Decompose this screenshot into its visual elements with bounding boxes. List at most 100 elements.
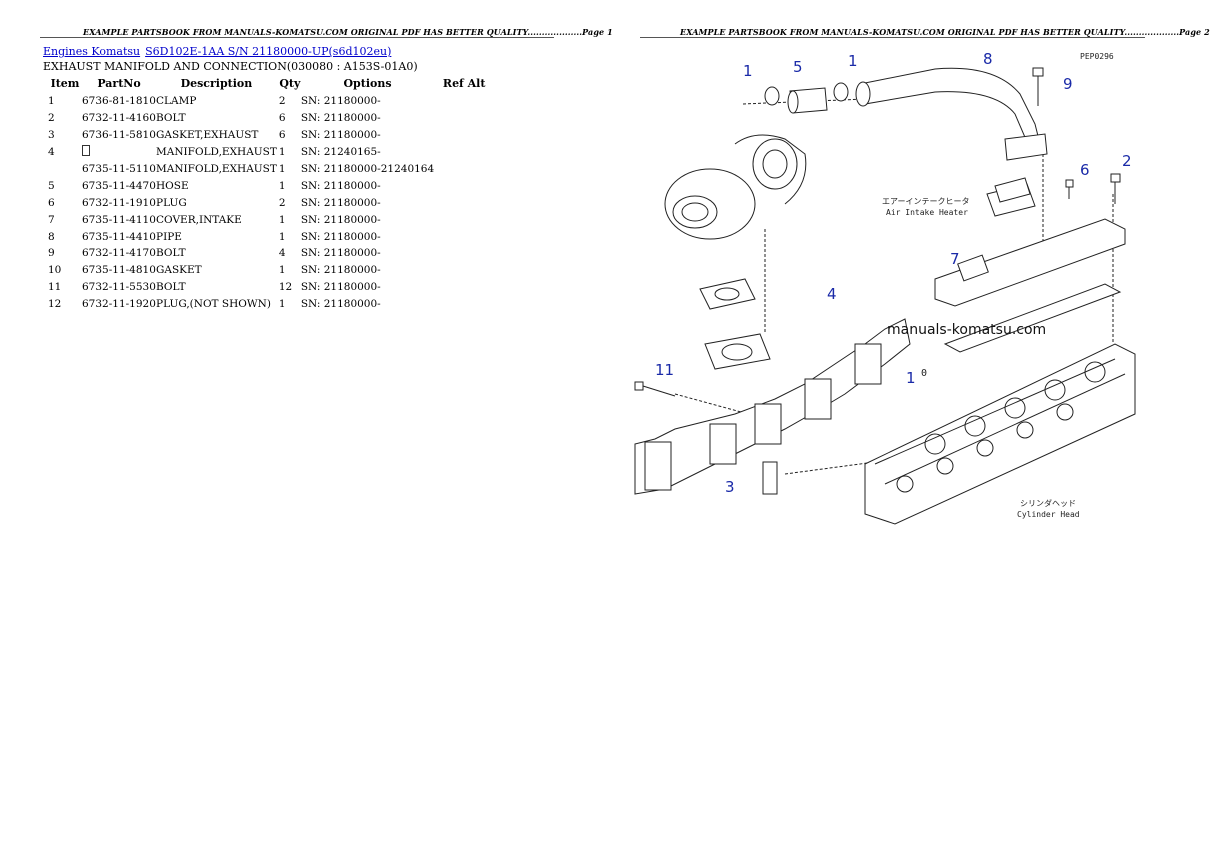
cell-options: SN: 21180000-21240164	[300, 163, 435, 175]
section-title: EXHAUST MANIFOLD AND CONNECTION(030080 :…	[43, 60, 418, 73]
callout-10: 1	[906, 369, 916, 387]
right-page: EXAMPLE PARTSBOOK FROM MANUALS-KOMATSU.C…	[595, 0, 1210, 842]
callout-8: 8	[983, 50, 993, 68]
cell-item: 5	[48, 179, 55, 192]
cell-description: COVER,INTAKE	[156, 213, 242, 226]
cell-qty: 6	[278, 112, 286, 125]
cell-ref-alt	[434, 161, 494, 178]
exploded-parts-diagram: PEP0296	[634, 50, 1136, 525]
cell-partno: 6736-11-5810	[82, 129, 156, 142]
breadcrumb-link-engines[interactable]: Engines Komatsu	[43, 45, 141, 58]
callout-9: 9	[1063, 75, 1073, 93]
exhaust-manifold-drawing	[634, 318, 911, 495]
watermark-text: manuals-komatsu.com	[887, 322, 1046, 338]
callout-3: 3	[725, 478, 735, 496]
cell-item: 4	[48, 146, 55, 159]
air-intake-heater-label: Air Intake Heater	[886, 208, 968, 217]
cylinder-head-label: Cylinder Head	[1017, 510, 1080, 519]
bolt-drawing	[1032, 67, 1044, 106]
cell-item: 10	[48, 264, 62, 277]
cell-options: SN: 21180000-	[300, 230, 381, 243]
table-row: 4 MANIFOLD,EXHAUST 1 SN: 21240165-	[44, 144, 494, 161]
cell-description: PIPE	[156, 230, 182, 243]
callout-2: 2	[1122, 152, 1132, 170]
cell-qty: 1	[278, 298, 286, 311]
cell-description: PLUG	[156, 196, 187, 209]
left-page: EXAMPLE PARTSBOOK FROM MANUALS-KOMATSU.C…	[0, 0, 613, 842]
cell-item: 11	[48, 281, 62, 294]
table-row: 6 6732-11-1910 PLUG 2 SN: 21180000-	[44, 194, 494, 211]
cell-ref-alt	[434, 93, 494, 110]
cell-ref-alt	[434, 279, 494, 296]
cell-qty: 2	[278, 95, 286, 108]
cell-ref-alt	[434, 177, 494, 194]
cylinder-head-jp-label: シリンダヘッド	[1020, 498, 1076, 508]
cell-qty: 4	[278, 247, 286, 260]
cell-options: SN: 21180000-	[300, 213, 381, 226]
cell-partno: 6732-11-4170	[82, 247, 156, 260]
cell-description: GASKET,EXHAUST	[156, 129, 259, 142]
table-row: 3 6736-11-5810 GASKET,EXHAUST 6 SN: 2118…	[44, 127, 494, 144]
cell-item: 6	[48, 196, 55, 209]
cell-description: HOSE	[156, 179, 189, 192]
cell-qty: 1	[278, 163, 286, 175]
table-header-row: Item PartNo Description Qty Options Ref …	[44, 76, 494, 93]
cell-partno: 6732-11-4160	[82, 112, 156, 125]
col-header-options: Options	[343, 77, 392, 90]
cell-item: 3	[48, 129, 55, 142]
banner-divider	[640, 37, 1145, 38]
cell-partno: 6735-11-4470	[82, 179, 156, 192]
table-row: 6735-11-5110 MANIFOLD,EXHAUST 1 SN: 2118…	[44, 161, 494, 178]
cell-description: MANIFOLD,EXHAUST	[156, 163, 277, 175]
callout-1: 1	[848, 52, 858, 70]
page-banner: EXAMPLE PARTSBOOK FROM MANUALS-KOMATSU.C…	[83, 27, 613, 37]
cell-qty: 1	[278, 230, 286, 243]
table-row: 9 6732-11-4170 BOLT 4 SN: 21180000-	[44, 245, 494, 262]
cell-options: SN: 21180000-	[300, 95, 381, 108]
col-header-qty: Qty	[279, 77, 301, 90]
cell-ref-alt	[434, 296, 494, 313]
table-row: 2 6732-11-4160 BOLT 6 SN: 21180000-	[44, 110, 494, 127]
cell-description: CLAMP	[156, 95, 197, 108]
cell-partno: 6736-81-1810	[82, 95, 156, 108]
intake-pipe-drawing	[855, 67, 1048, 161]
col-header-item: Item	[50, 77, 80, 90]
turbocharger-drawing	[664, 134, 807, 240]
cell-qty: 1	[278, 146, 286, 159]
cell-description: BOLT	[156, 247, 186, 260]
callout-6: 6	[1080, 161, 1090, 179]
parts-table: Item PartNo Description Qty Options Ref …	[44, 76, 494, 313]
cell-qty: 1	[278, 264, 286, 277]
table-row: 7 6735-11-4110 COVER,INTAKE 1 SN: 211800…	[44, 211, 494, 228]
air-intake-heater-drawing	[986, 177, 1036, 217]
col-header-partno: PartNo	[97, 77, 141, 90]
cell-options: SN: 21180000-	[300, 298, 381, 311]
cell-partno: 6732-11-1920	[82, 298, 156, 311]
cylinder-head-drawing	[864, 343, 1136, 525]
cell-description: BOLT	[156, 281, 186, 294]
cell-description: MANIFOLD,EXHAUST	[156, 146, 277, 159]
table-row: 11 6732-11-5530 BOLT 12 SN: 21180000-	[44, 279, 494, 296]
callout-labels: 1 5 1 8 9 6 2 7 4 1 0 11 3	[655, 50, 1132, 496]
table-row: 5 6735-11-4470 HOSE 1 SN: 21180000-	[44, 177, 494, 194]
cell-options: SN: 21180000-	[300, 129, 381, 142]
cell-ref-alt	[434, 245, 494, 262]
bolt-drawing-11	[634, 381, 676, 397]
breadcrumb-link-model[interactable]: S6D102E-1AA S/N 21180000-UP(s6d102eu)	[145, 45, 392, 58]
breadcrumb: Engines Komatsu S6D102E-1AA S/N 21180000-…	[43, 45, 391, 58]
cell-partno: 6735-11-4110	[82, 213, 156, 226]
cell-description: BOLT	[156, 112, 186, 125]
cell-qty: 12	[278, 281, 293, 294]
col-header-ref-alt: Ref Alt	[442, 77, 486, 90]
callout-1: 1	[743, 62, 753, 80]
table-row: 12 6732-11-1920 PLUG,(NOT SHOWN) 1 SN: 2…	[44, 296, 494, 313]
cell-qty: 1	[278, 213, 286, 226]
drawing-code: PEP0296	[1080, 52, 1114, 61]
cell-partno: 6732-11-5530	[82, 281, 156, 294]
plug-drawing	[1065, 173, 1121, 204]
cell-ref-alt	[434, 144, 494, 161]
air-intake-heater-jp-label: エアーインテークヒータ	[882, 197, 970, 206]
cell-item: 2	[48, 112, 55, 125]
cell-options: SN: 21180000-	[300, 112, 381, 125]
callout-10-suffix: 0	[921, 368, 927, 379]
